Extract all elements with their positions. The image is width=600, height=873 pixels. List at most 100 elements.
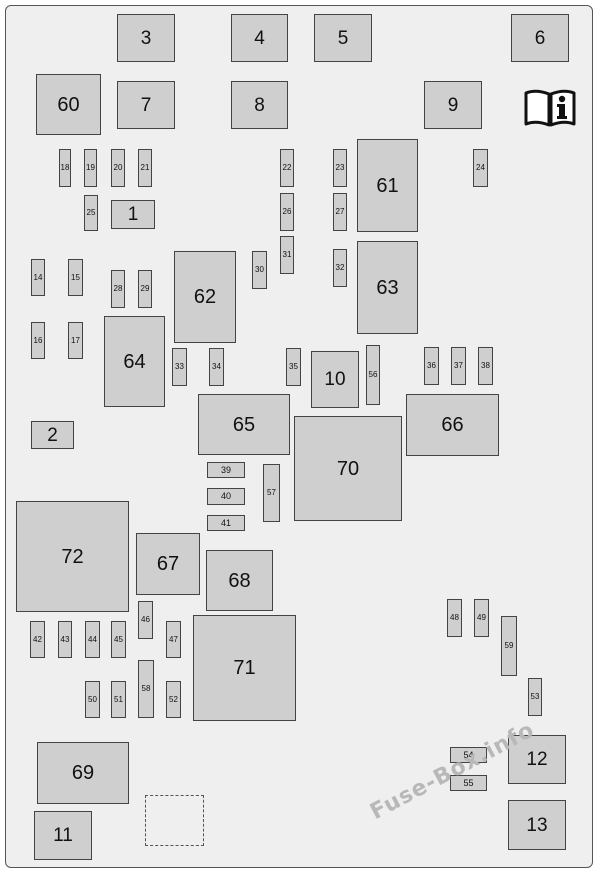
relay-64: 64	[104, 316, 165, 407]
mini-fuse-28: 28	[111, 270, 125, 308]
mini-fuse-label: 23	[335, 163, 345, 172]
relay-70: 70	[294, 416, 402, 521]
fuse-label: 10	[324, 369, 346, 390]
fuse-label: 9	[447, 94, 459, 116]
mini-fuse-45: 45	[111, 621, 126, 658]
mini-fuse-48: 48	[447, 599, 462, 637]
mini-fuse-label: 35	[289, 362, 298, 371]
dashed-empty-slot	[145, 795, 204, 846]
mini-fuse-49: 49	[474, 599, 489, 637]
mini-fuse-26: 26	[280, 193, 294, 231]
mini-fuse-label: 38	[481, 361, 490, 370]
mini-fuse-57: 57	[263, 464, 280, 522]
mini-fuse-label: 25	[86, 208, 96, 217]
mini-fuse-51: 51	[111, 681, 126, 718]
fuse-label: 4	[254, 27, 265, 49]
mini-fuse-43: 43	[58, 621, 72, 658]
mini-fuse-label: 22	[282, 163, 292, 172]
mini-fuse-label: 39	[220, 464, 231, 475]
relay-71: 71	[193, 615, 296, 721]
relay-69: 69	[37, 742, 129, 804]
mini-fuse-label: 50	[88, 694, 97, 704]
mini-fuse-42: 42	[30, 621, 45, 658]
relay-label: 71	[233, 657, 256, 679]
mini-fuse-54: 54	[450, 747, 487, 763]
mini-fuse-27: 27	[333, 193, 347, 231]
mini-fuse-label: 57	[267, 488, 276, 497]
mini-fuse-label: 58	[141, 684, 151, 693]
mini-fuse-37: 37	[451, 347, 466, 385]
relay-61: 61	[357, 139, 418, 232]
mini-fuse-label: 52	[169, 694, 178, 704]
fuse-label: 12	[526, 749, 548, 770]
mini-fuse-36: 36	[424, 347, 439, 385]
fuse-4: 4	[231, 14, 288, 62]
mini-fuse-label: 56	[368, 370, 378, 379]
fuse-2: 2	[31, 421, 74, 449]
mini-fuse-label: 59	[504, 641, 514, 650]
relay-label: 66	[441, 414, 464, 436]
mini-fuse-label: 27	[335, 207, 345, 216]
mini-fuse-50: 50	[85, 681, 100, 718]
mini-fuse-52: 52	[166, 681, 181, 718]
fuse-10: 10	[311, 351, 359, 408]
mini-fuse-38: 38	[478, 347, 493, 385]
mini-fuse-label: 41	[220, 517, 231, 528]
relay-72: 72	[16, 501, 129, 612]
mini-fuse-label: 44	[88, 634, 97, 644]
mini-fuse-25: 25	[84, 195, 98, 231]
relay-label: 68	[228, 569, 251, 592]
mini-fuse-19: 19	[84, 149, 97, 187]
mini-fuse-label: 49	[477, 613, 486, 622]
mini-fuse-46: 46	[138, 601, 153, 639]
fuse-label: 7	[140, 94, 152, 116]
fuse-12: 12	[508, 735, 566, 784]
fuse-label: 13	[526, 814, 548, 836]
mini-fuse-label: 33	[175, 362, 184, 371]
fuse-11: 11	[34, 811, 92, 860]
mini-fuse-55: 55	[450, 775, 487, 791]
mini-fuse-24: 24	[473, 149, 488, 187]
mini-fuse-label: 19	[86, 163, 95, 172]
mini-fuse-label: 30	[255, 265, 264, 274]
mini-fuse-label: 24	[476, 163, 485, 172]
mini-fuse-label: 43	[60, 634, 70, 644]
mini-fuse-18: 18	[59, 149, 71, 187]
mini-fuse-label: 55	[463, 777, 474, 788]
mini-fuse-label: 20	[113, 163, 123, 172]
fuse-label: 8	[254, 94, 265, 116]
mini-fuse-41: 41	[207, 515, 245, 531]
mini-fuse-15: 15	[68, 259, 83, 296]
relay-label: 67	[156, 553, 180, 575]
relay-62: 62	[174, 251, 236, 343]
mini-fuse-39: 39	[207, 462, 245, 478]
mini-fuse-label: 31	[282, 250, 292, 259]
mini-fuse-58: 58	[138, 660, 154, 718]
relay-label: 65	[232, 413, 256, 436]
mini-fuse-30: 30	[252, 251, 267, 289]
fuse-5: 5	[314, 14, 372, 62]
fuse-6: 6	[511, 14, 569, 62]
relay-label: 61	[376, 174, 399, 197]
mini-fuse-label: 36	[427, 361, 436, 370]
relay-label: 63	[376, 276, 399, 299]
relay-label: 64	[123, 350, 146, 373]
relay-label: 72	[61, 545, 84, 568]
mini-fuse-label: 26	[282, 207, 292, 216]
relay-67: 67	[136, 533, 200, 595]
mini-fuse-32: 32	[333, 249, 347, 287]
mini-fuse-59: 59	[501, 616, 517, 676]
mini-fuse-33: 33	[172, 348, 187, 386]
mini-fuse-56: 56	[366, 345, 380, 405]
mini-fuse-label: 42	[33, 634, 42, 644]
fuse-label: 6	[534, 27, 546, 49]
mini-fuse-label: 40	[220, 491, 231, 501]
mini-fuse-53: 53	[528, 678, 542, 716]
mini-fuse-21: 21	[138, 149, 152, 187]
mini-fuse-34: 34	[209, 348, 224, 386]
relay-66: 66	[406, 394, 499, 456]
mini-fuse-40: 40	[207, 488, 245, 505]
relay-label: 70	[336, 457, 360, 480]
mini-fuse-17: 17	[68, 322, 83, 359]
mini-fuse-16: 16	[31, 322, 45, 359]
